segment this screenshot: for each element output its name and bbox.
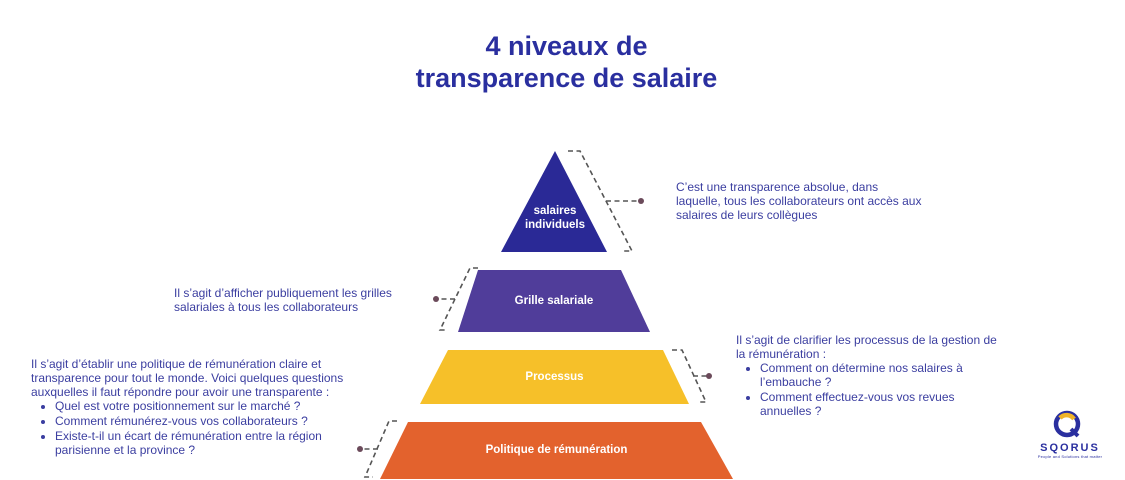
level-processus-label: Processus [525, 371, 584, 383]
title-line-1: 4 niveaux de [485, 31, 648, 61]
connector-processus [672, 349, 708, 403]
logo-tagline: People and Solutions that matter [1037, 454, 1103, 459]
description-politique-list: Quel est votre positionnement sur le mar… [31, 399, 353, 457]
description-processus: Il s’agit de clarifier les processus de … [736, 333, 1004, 419]
connector-individuels [568, 150, 640, 252]
title-line-2: transparence de salaire [415, 63, 718, 93]
list-item: Comment effectuez-vous vos revues annuel… [760, 390, 1004, 418]
connector-grille [438, 267, 478, 331]
connector-individuels-dot [638, 198, 644, 204]
description-processus-intro: Il s’agit de clarifier les processus de … [736, 333, 997, 361]
level-individuels-shape [501, 151, 607, 252]
level-grille-shape [458, 270, 650, 332]
page-title: 4 niveaux de transparence de salaire [0, 30, 1125, 94]
description-processus-list: Comment on détermine nos salaires à l’em… [736, 361, 1004, 418]
level-politique-label: Politique de rémunération [485, 444, 628, 456]
level-individuels-label: salaires individuels [524, 205, 586, 231]
list-item: Comment rémunérez-vous vos collaborateur… [55, 414, 353, 428]
connector-politique [362, 420, 397, 478]
description-politique-intro: Il s’agit d’établir une politique de rém… [31, 357, 344, 399]
level-politique-shape [380, 422, 733, 479]
list-item: Quel est votre positionnement sur le mar… [55, 399, 353, 413]
description-grille: Il s’agit d’afficher publiquement les gr… [174, 286, 392, 314]
description-politique: Il s’agit d’établir une politique de rém… [31, 357, 353, 458]
sqorus-logo: SQORUS People and Solutions that matter [1030, 441, 1110, 459]
logo-name: SQORUS [1040, 442, 1100, 454]
level-grille-label: Grille salariale [514, 295, 594, 307]
connector-processus-dot [706, 373, 712, 379]
list-item: Existe-t-il un écart de rémunération ent… [55, 429, 353, 457]
connector-grille-dot [433, 296, 439, 302]
level-processus-shape [420, 350, 689, 404]
connector-politique-dot [357, 446, 363, 452]
list-item: Comment on détermine nos salaires à l’em… [760, 361, 1004, 389]
description-individuels: C’est une transparence absolue, dans laq… [676, 180, 922, 222]
logo-mark-icon [1053, 410, 1081, 438]
